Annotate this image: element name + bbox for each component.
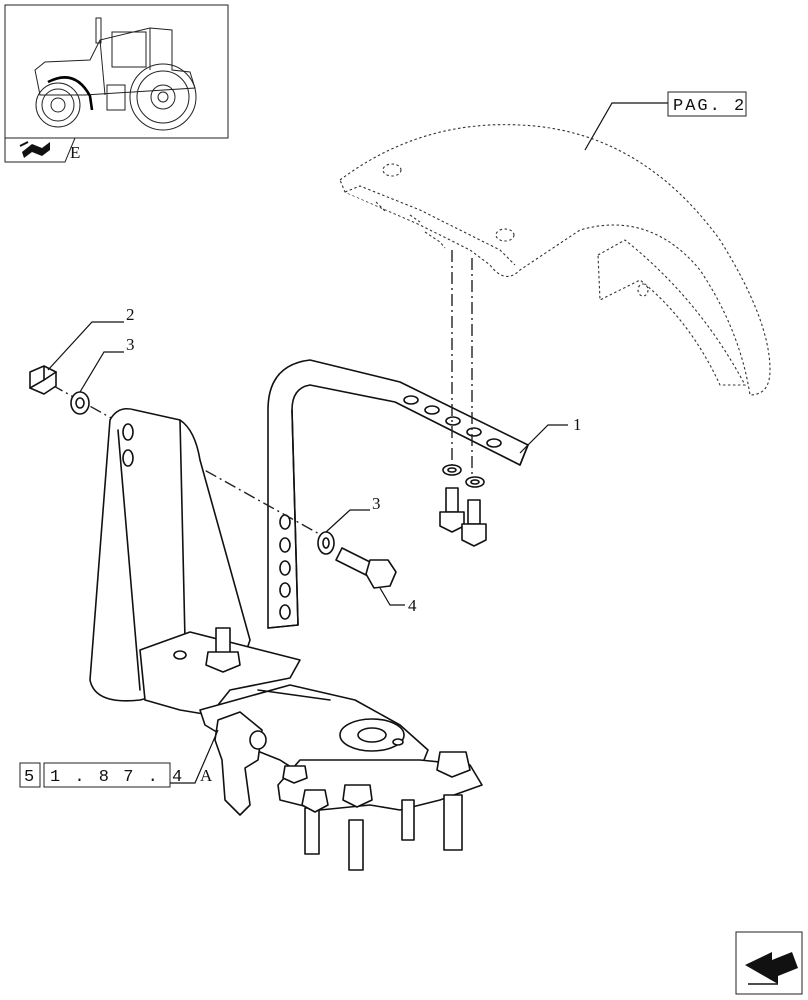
book-arrow-icon — [19, 141, 50, 158]
section-reference[interactable]: 5 1 . 8 7 . 4 A — [19, 762, 213, 788]
section-ref-code: 1 . 8 7 . 4 — [50, 768, 184, 787]
callout-1: 1 — [573, 415, 582, 434]
leader-lines — [47, 102, 668, 784]
section-ref-suffix: A — [200, 766, 213, 785]
stay-bolts — [439, 464, 487, 547]
callout-4: 4 — [408, 596, 417, 615]
page-reference-box[interactable]: PAG. 2 — [667, 91, 747, 117]
callout-labels: 1 2 3 3 4 — [126, 305, 582, 615]
washer-part-3-upper — [70, 391, 90, 415]
thumbnail-tab: E — [4, 137, 80, 163]
mounting-base — [139, 627, 483, 871]
fender-stay-bracket — [267, 359, 529, 629]
callout-2: 2 — [126, 305, 135, 324]
callout-3-upper: 3 — [126, 335, 135, 354]
section-ref-prefix: 5 — [24, 768, 36, 787]
page-reference-label: PAG. 2 — [673, 97, 746, 116]
next-page-arrow-icon[interactable] — [735, 931, 803, 995]
tractor-thumbnail — [4, 4, 229, 139]
fender-reference — [339, 124, 771, 396]
callout-3-lower: 3 — [372, 494, 381, 513]
washer-part-3-lower — [317, 531, 335, 555]
thumbnail-corner-letter: E — [70, 143, 80, 162]
support-plate — [89, 407, 251, 702]
bolt-part-4 — [335, 547, 397, 589]
nut-part-2 — [29, 365, 57, 395]
